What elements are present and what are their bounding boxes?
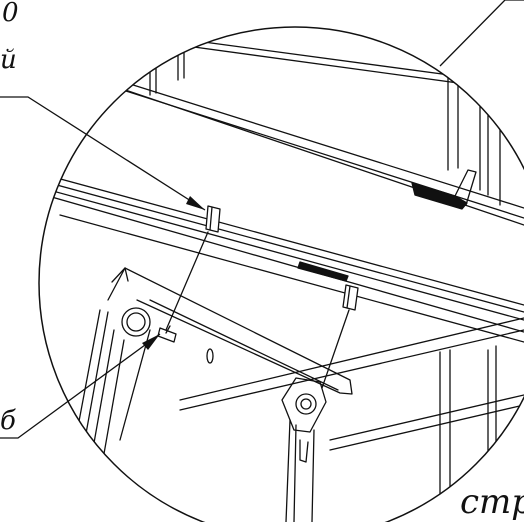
label-bottom-left: б — [0, 406, 16, 436]
leader-arrowheads — [142, 196, 205, 350]
left-leg — [60, 310, 150, 522]
label-bottom-right: стр — [460, 482, 524, 522]
hinge-bracket — [108, 268, 352, 394]
tab-left — [206, 206, 220, 232]
detail-circle-outline — [39, 27, 524, 522]
right-hinge — [282, 378, 326, 522]
plate-strip — [298, 262, 348, 281]
upper-beam-bracket — [412, 170, 476, 209]
long-flange-plate — [20, 168, 524, 342]
label-mid-left: й — [0, 45, 17, 75]
tab-right — [343, 285, 358, 310]
alignment-lines — [166, 232, 349, 388]
leader-lines — [0, 0, 524, 438]
upper-frame-posts — [150, 0, 500, 205]
label-top-left: 0 — [2, 0, 19, 28]
